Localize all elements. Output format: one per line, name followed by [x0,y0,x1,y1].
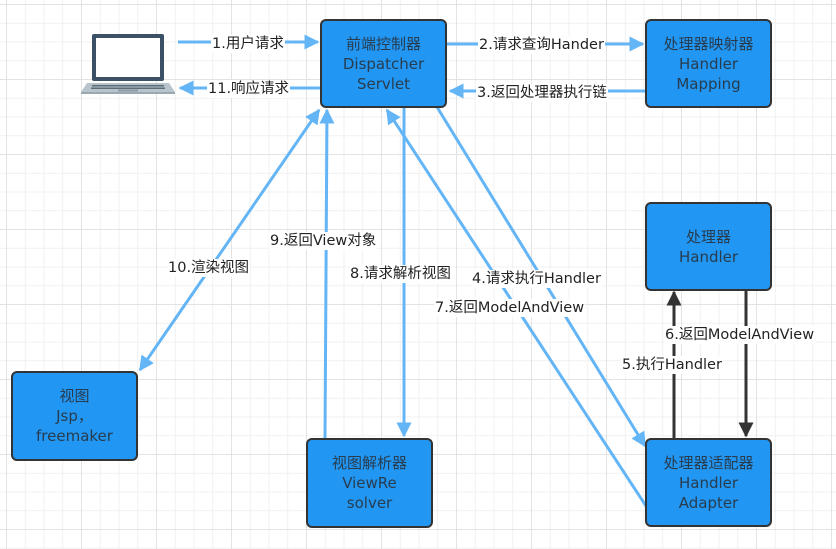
edge-label-5: 5.执行Handler [621,356,723,374]
node-view-resolver[interactable]: 视图解析器 ViewRe solver [306,438,433,528]
edge-label-7: 7.返回ModelAndView [434,299,586,317]
node-dispatcher-servlet[interactable]: 前端控制器 Dispatcher Servlet [320,19,447,108]
node-view[interactable]: 视图 Jsp， freemaker [11,371,138,461]
edge-label-1: 1.用户请求 [211,35,285,53]
node-label: Jsp， [56,407,93,425]
edge-label-8: 8.请求解析视图 [349,265,452,283]
node-label: Servlet [356,74,411,93]
edge-label-3: 3.返回处理器执行链 [476,84,608,102]
node-label: 视图解析器 [331,454,407,472]
node-label: 处理器适配器 [663,453,754,472]
node-label: Adapter [678,493,739,512]
edge-label-11: 11.响应请求 [207,80,291,98]
node-label: Handler [678,247,739,266]
edge-label-4: 4.请求执行Handler [471,270,602,288]
node-handler[interactable]: 处理器 Handler [645,202,772,291]
node-handler-adapter[interactable]: 处理器适配器 Handler Adapter [645,438,772,527]
node-label: Handler [678,54,739,73]
node-label: 处理器映射器 [663,34,754,53]
node-label: Handler [678,473,739,492]
node-label: 视图 [59,387,90,405]
edge-label-9: 9.返回View对象 [269,232,378,250]
edge-label-10: 10.渲染视图 [167,259,251,277]
node-label: Dispatcher [342,54,425,73]
edge-label-2: 2.请求查询Hander [478,36,605,54]
node-label: 处理器 [685,227,731,246]
node-label: Mapping [676,74,741,93]
edge-label-6: 6.返回ModelAndView [664,326,816,344]
laptop-icon [81,34,175,94]
node-label: solver [346,494,393,512]
arrow-10-render-view [138,108,321,372]
node-label: ViewRe [342,474,397,492]
node-label: freemaker [36,427,113,445]
arrow-9-return-view [319,108,335,439]
node-label: 前端控制器 [345,34,421,53]
node-handler-mapping[interactable]: 处理器映射器 Handler Mapping [645,19,772,108]
